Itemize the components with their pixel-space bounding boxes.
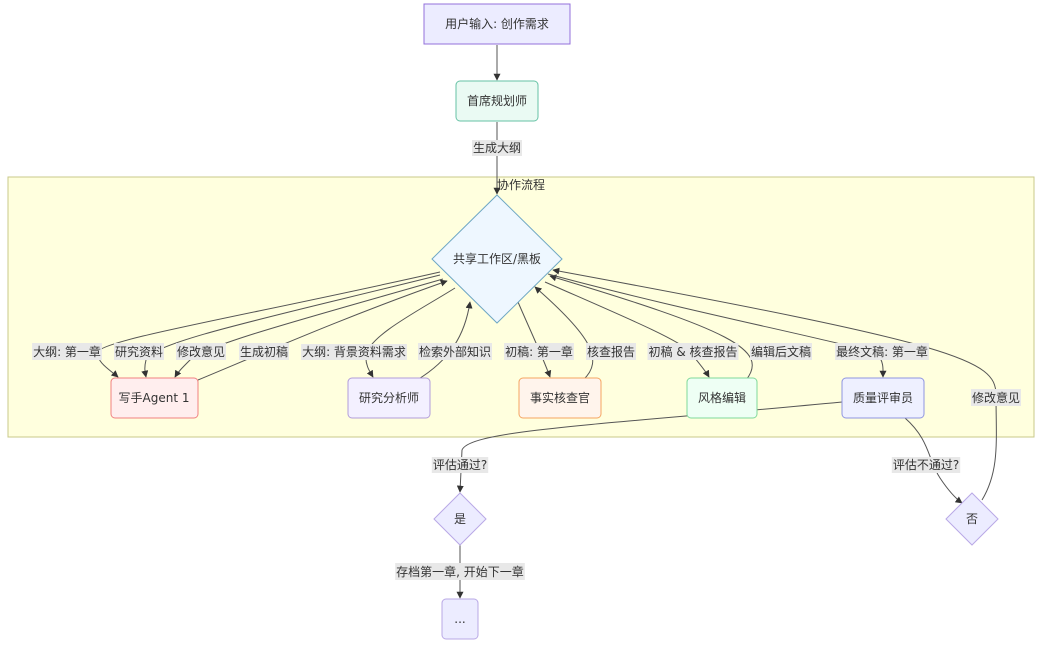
edge-label-eval-pass: 评估通过?	[431, 457, 489, 473]
edge-label-draft-and-report: 初稿 & 核查报告	[647, 343, 739, 360]
node-blackboard-diamond[interactable]	[431, 194, 563, 324]
node-fact-checker-box[interactable]	[518, 377, 602, 419]
svg-text:生成大纲: 生成大纲	[473, 141, 521, 155]
edge-blackboard-to-writer-outline	[97, 271, 441, 378]
edge-label-eval-fail: 评估不通过?	[891, 457, 961, 473]
node-researcher-box[interactable]	[347, 377, 431, 419]
svg-text:大纲: 背景资料需求: 大纲: 背景资料需求	[302, 345, 406, 359]
node-writer-box[interactable]	[110, 377, 199, 419]
edge-label-draft-ch1: 初稿: 第一章	[504, 343, 574, 360]
node-chief-planner-label: 首席规划师	[467, 93, 527, 108]
svg-text:最终文稿: 第一章: 最终文稿: 第一章	[836, 344, 928, 359]
edge-label-generate-draft: 生成初稿	[238, 343, 290, 360]
node-style-editor[interactable]: 风格编辑	[686, 377, 758, 419]
edge-reviewer-to-no	[904, 417, 963, 504]
edge-label-research-material: 研究资料	[113, 343, 165, 360]
edge-label-check-report: 核查报告	[585, 343, 637, 360]
svg-text:核查报告: 核查报告	[587, 344, 635, 359]
node-chief-planner[interactable]: 首席规划师	[455, 80, 539, 122]
svg-text:初稿: 第一章: 初稿: 第一章	[505, 344, 573, 359]
node-no[interactable]: 否	[945, 492, 999, 546]
node-yes-label: 是	[454, 512, 466, 526]
node-chief-planner-box[interactable]	[455, 80, 539, 122]
svg-text:大纲: 第一章: 大纲: 第一章	[33, 344, 101, 359]
edge-label-archive-next: 存档第一章, 开始下一章	[395, 563, 525, 580]
node-blackboard-label: 共享工作区/黑板	[453, 251, 541, 266]
node-fact-checker[interactable]: 事实核查官	[518, 377, 602, 419]
nodes: 用户输入: 创作需求 首席规划师 共享工作区/黑板 写手Agent 1 研究分析…	[110, 3, 999, 640]
node-writer-label: 写手Agent 1	[119, 391, 190, 405]
node-reviewer-box[interactable]	[841, 377, 925, 419]
node-fact-checker-label: 事实核查官	[530, 390, 590, 405]
svg-text:研究资料: 研究资料	[115, 344, 163, 359]
edge-styleeditor-to-blackboard	[549, 274, 753, 381]
edge-label-outline-ch1: 大纲: 第一章	[32, 343, 102, 360]
svg-text:编辑后文稿: 编辑后文稿	[751, 344, 811, 359]
node-next-box[interactable]	[441, 598, 479, 640]
node-blackboard[interactable]: 共享工作区/黑板	[431, 194, 563, 324]
edge-label-generate-outline: 生成大纲	[471, 140, 523, 156]
edge-label-revision-feedback: 修改意见	[175, 343, 227, 360]
svg-text:评估不通过?: 评估不通过?	[893, 458, 959, 472]
node-next-label: ...	[454, 612, 465, 626]
node-writer[interactable]: 写手Agent 1	[110, 377, 199, 419]
node-researcher-label: 研究分析师	[359, 390, 419, 405]
node-reviewer-label: 质量评审员	[853, 390, 913, 405]
svg-text:检索外部知识: 检索外部知识	[419, 344, 491, 359]
node-style-editor-box[interactable]	[686, 377, 758, 419]
node-yes[interactable]: 是	[433, 492, 487, 546]
cluster-title: 协作流程	[497, 177, 545, 192]
edge-label-outline-background: 大纲: 背景资料需求	[301, 344, 407, 360]
svg-text:生成初稿: 生成初稿	[240, 344, 288, 359]
node-researcher[interactable]: 研究分析师	[347, 377, 431, 419]
edge-label-revision-feedback-2: 修改意见	[970, 389, 1022, 406]
svg-text:评估通过?: 评估通过?	[433, 458, 487, 472]
node-yes-diamond[interactable]	[433, 492, 487, 546]
node-style-editor-label: 风格编辑	[698, 390, 746, 405]
node-user-input[interactable]: 用户输入: 创作需求	[423, 3, 571, 45]
edge-no-to-blackboard	[552, 267, 997, 501]
edge-label-search-external: 检索外部知识	[417, 343, 493, 360]
node-no-diamond[interactable]	[945, 492, 999, 546]
svg-text:初稿 & 核查报告: 初稿 & 核查报告	[649, 344, 738, 359]
node-next[interactable]: ...	[441, 598, 479, 640]
edge-blackboard-to-writer-research	[141, 274, 441, 378]
edge-labels: 生成大纲 大纲: 第一章 研究资料 修改意见 生成初稿 大纲: 背景资料需求 检…	[32, 140, 1022, 580]
edge-label-final-ch1: 最终文稿: 第一章	[835, 343, 929, 360]
edge-blackboard-to-factchecker	[517, 301, 552, 378]
edge-label-edited-draft: 编辑后文稿	[749, 343, 813, 360]
node-no-label: 否	[966, 512, 978, 526]
svg-text:修改意见: 修改意见	[177, 344, 225, 359]
svg-text:存档第一章, 开始下一章: 存档第一章, 开始下一章	[396, 564, 524, 579]
svg-text:修改意见: 修改意见	[972, 390, 1020, 405]
edge-writer-to-blackboard-draft	[197, 279, 448, 381]
node-user-input-label: 用户输入: 创作需求	[445, 16, 549, 31]
node-user-input-box[interactable]	[423, 3, 571, 45]
node-reviewer[interactable]: 质量评审员	[841, 377, 925, 419]
